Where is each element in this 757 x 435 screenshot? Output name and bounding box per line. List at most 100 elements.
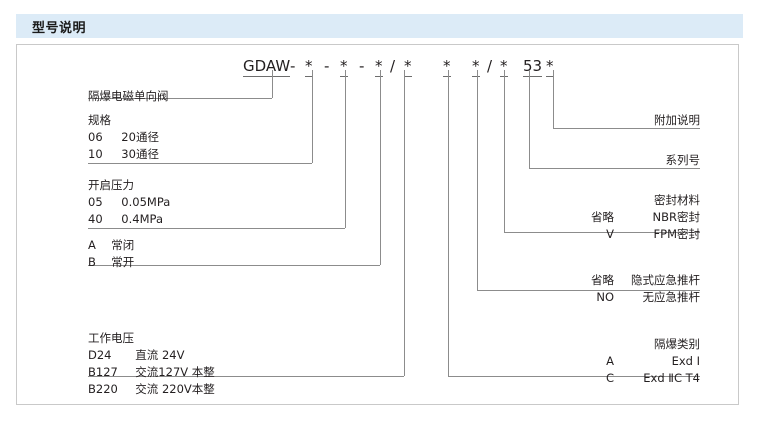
label-block-explosion-proof-category: 隔爆类别 A Exd Ⅰ C Exd ⅡC T4 xyxy=(470,336,700,387)
model-code-token-0: GDAW xyxy=(243,57,291,77)
leader-line-horizontal xyxy=(88,228,345,229)
leader-line-vertical xyxy=(477,70,478,290)
model-code-token-10: * xyxy=(472,57,480,77)
model-code-token-3: - xyxy=(324,57,330,75)
model-code-token-6: * xyxy=(375,57,383,77)
section-header-band xyxy=(16,14,743,38)
working-voltage-option: D24 直流 24V xyxy=(88,347,215,364)
model-code-token-7: / xyxy=(390,57,396,75)
working-voltage-option-desc: 交流 220V本整 xyxy=(128,382,215,396)
working-voltage-title: 工作电压 xyxy=(88,331,134,345)
model-code-token-5: - xyxy=(359,57,365,75)
model-code-token-14: * xyxy=(546,57,554,77)
explosion-proof-category-option-code: A xyxy=(606,354,614,368)
leader-line-vertical xyxy=(345,70,346,228)
leader-line-horizontal xyxy=(529,168,700,169)
label-block-emergency-push-rod: 省略 隐式应急推杆 NO 无应急推杆 xyxy=(470,272,700,306)
opening-pressure-option-desc: 0.05MPa xyxy=(114,195,171,209)
leader-line-vertical xyxy=(312,70,313,163)
model-code-token-11: / xyxy=(487,57,493,75)
leader-line-vertical xyxy=(448,70,449,376)
leader-line-horizontal xyxy=(88,163,312,164)
seal-material-option-desc: NBR密封 xyxy=(652,210,700,224)
opening-pressure-option-code: 40 xyxy=(88,212,103,226)
valve-state-option-desc: 常开 xyxy=(104,255,135,269)
working-voltage-option-desc: 直流 24V xyxy=(128,348,185,362)
model-code-token-4: * xyxy=(340,57,348,77)
leader-line-vertical xyxy=(553,70,554,128)
emergency-push-rod-option: 省略 隐式应急推杆 xyxy=(470,272,700,289)
seal-material-option: 省略 NBR密封 xyxy=(470,209,700,226)
emergency-push-rod-option-code: 省略 xyxy=(591,273,614,287)
label-block-additional-description: 附加说明 xyxy=(470,112,700,129)
seal-material-title: 密封材料 xyxy=(654,193,700,207)
specification-option-desc: 30通径 xyxy=(114,147,159,161)
explosion-proof-category-option-desc: Exd Ⅰ xyxy=(671,354,700,368)
explosion-proof-category-option-desc: Exd ⅡC T4 xyxy=(643,371,700,385)
specification-option: 06 20通径 xyxy=(88,129,159,146)
working-voltage-option-code: D24 xyxy=(88,348,112,362)
explosion-proof-category-option: C Exd ⅡC T4 xyxy=(470,370,700,387)
opening-pressure-title: 开启压力 xyxy=(88,178,134,192)
opening-pressure-option-desc: 0.4MPa xyxy=(114,212,163,226)
emergency-push-rod-option-code: NO xyxy=(596,290,614,304)
label-block-series-number: 系列号 xyxy=(470,152,701,169)
valve-state-option-desc: 常闭 xyxy=(104,238,135,252)
label-block-seal-material: 密封材料省略 NBR密封 V FPM密封 xyxy=(470,192,700,243)
leader-line-vertical xyxy=(529,70,530,168)
seal-material-option: V FPM密封 xyxy=(470,226,700,243)
working-voltage-option: B127 交流127V 本整 xyxy=(88,364,215,381)
working-voltage-option-code: B220 xyxy=(88,382,118,396)
valve-state-option-code: A xyxy=(88,238,96,252)
model-code-token-13: 53 xyxy=(523,57,543,77)
explosion-proof-category-option: A Exd Ⅰ xyxy=(470,353,700,370)
product-name-title: 隔爆电磁单向阀 xyxy=(88,89,169,103)
model-code-row: GDAW-*-*-*/***/*53* xyxy=(0,0,757,77)
leader-line-horizontal xyxy=(504,232,700,233)
leader-line-vertical xyxy=(504,70,505,232)
leader-line-horizontal xyxy=(448,376,700,377)
leader-line-vertical xyxy=(380,70,381,265)
leader-line-horizontal xyxy=(553,128,700,129)
specification-option: 10 30通径 xyxy=(88,146,159,163)
leader-line-vertical xyxy=(404,70,405,376)
leader-line-horizontal xyxy=(88,265,380,266)
model-code-token-2: * xyxy=(305,57,313,77)
specification-title: 规格 xyxy=(88,113,111,127)
working-voltage-option-code: B127 xyxy=(88,365,118,379)
specification-option-desc: 20通径 xyxy=(114,130,159,144)
model-code-token-8: * xyxy=(404,57,412,77)
specification-option-code: 10 xyxy=(88,147,103,161)
emergency-push-rod-option-desc: 无应急推杆 xyxy=(642,290,701,304)
diagram-frame xyxy=(16,44,739,405)
model-code-token-9: * xyxy=(443,57,451,77)
opening-pressure-option: 40 0.4MPa xyxy=(88,211,170,228)
additional-description-title: 附加说明 xyxy=(654,113,700,127)
working-voltage-option-desc: 交流127V 本整 xyxy=(128,365,215,379)
emergency-push-rod-option-desc: 隐式应急推杆 xyxy=(631,273,700,287)
seal-material-option-desc: FPM密封 xyxy=(653,227,700,241)
explosion-proof-category-title: 隔爆类别 xyxy=(654,337,700,351)
model-code-token-12: * xyxy=(500,57,508,77)
specification-option-code: 06 xyxy=(88,130,103,144)
opening-pressure-option: 05 0.05MPa xyxy=(88,194,170,211)
model-code-token-1: - xyxy=(290,57,296,75)
valve-state-option: B 常开 xyxy=(88,254,134,271)
valve-state-option: A 常闭 xyxy=(88,237,134,254)
explosion-proof-category-option-code: C xyxy=(605,371,614,385)
working-voltage-option: B220 交流 220V本整 xyxy=(88,381,215,398)
seal-material-option-code: V xyxy=(606,227,614,241)
opening-pressure-option-code: 05 xyxy=(88,195,103,209)
leader-line-horizontal xyxy=(88,376,404,377)
leader-line-vertical xyxy=(272,70,273,98)
leader-line-horizontal xyxy=(477,290,700,291)
label-block-product-name: 隔爆电磁单向阀 xyxy=(88,88,169,105)
seal-material-option-code: 省略 xyxy=(591,210,614,224)
leader-line-horizontal xyxy=(88,98,272,99)
emergency-push-rod-option: NO 无应急推杆 xyxy=(470,289,700,306)
